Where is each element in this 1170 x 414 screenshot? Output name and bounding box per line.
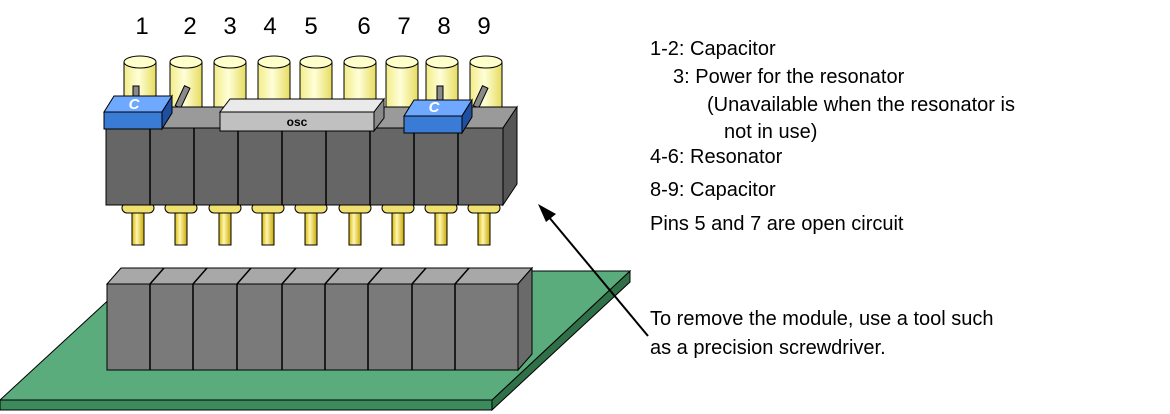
pin-number-3: 3 bbox=[223, 13, 236, 40]
note-pin-3-detail-1: (Unavailable when the resonator is bbox=[707, 94, 1015, 116]
note-pin-3-detail-2: not in use) bbox=[724, 121, 818, 143]
capacitor-left-label: C bbox=[129, 96, 141, 113]
oscillator-chip: osc bbox=[218, 97, 386, 133]
capacitor-chip-left: C bbox=[103, 94, 173, 131]
pin-number-1: 1 bbox=[135, 13, 148, 40]
pin-number-7: 7 bbox=[397, 13, 410, 40]
pin-top-9 bbox=[469, 55, 503, 111]
pin-assignment-notes: 1-2: Capacitor 3: Power for the resonato… bbox=[650, 0, 1170, 414]
pin-number-4: 4 bbox=[263, 13, 276, 40]
pin-top-2 bbox=[169, 55, 203, 111]
capacitor-chip-right: C bbox=[403, 98, 473, 135]
removal-arrow bbox=[538, 204, 649, 337]
pin-number-5: 5 bbox=[304, 13, 317, 40]
pin-number-8: 8 bbox=[437, 13, 450, 40]
oscillator-label: osc bbox=[287, 115, 308, 129]
note-pin-3: 3: Power for the resonator bbox=[673, 66, 905, 88]
note-removal-1: To remove the module, use a tool such bbox=[650, 308, 994, 330]
pcb-socket-strip bbox=[105, 266, 534, 372]
note-pins-4-6: 4-6: Resonator bbox=[650, 146, 783, 168]
note-pins-1-2: 1-2: Capacitor bbox=[650, 38, 776, 60]
pin-number-6: 6 bbox=[357, 13, 370, 40]
pin-number-2: 2 bbox=[183, 13, 196, 40]
module-pin-legs bbox=[121, 202, 501, 246]
note-removal-2: as a precision screwdriver. bbox=[650, 337, 886, 359]
capacitor-right-label: C bbox=[429, 99, 441, 116]
note-pins-8-9: 8-9: Capacitor bbox=[650, 179, 776, 201]
pin-number-9: 9 bbox=[477, 13, 490, 40]
note-open-pins: Pins 5 and 7 are open circuit bbox=[650, 213, 904, 235]
pin-number-labels: 1 2 3 4 5 6 7 8 9 bbox=[135, 13, 490, 40]
socket-module-diagram: C osc C 1 2 3 4 5 6 7 8 9 bbox=[0, 13, 649, 412]
